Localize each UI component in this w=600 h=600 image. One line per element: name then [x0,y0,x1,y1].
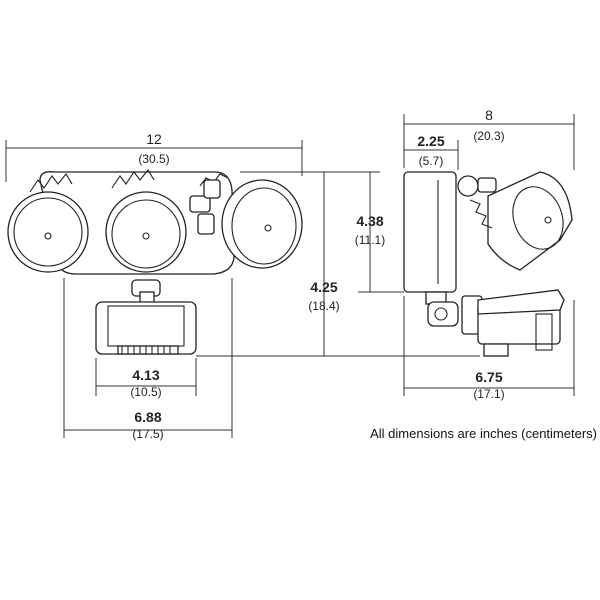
swivel-knuckle [189,179,221,235]
dim-head-height-value: 4.38 [356,213,383,229]
dim-width-total-cm: (30.5) [138,152,169,166]
lamp-head-right [221,179,303,269]
dim-sensor-width-value: 4.13 [132,367,159,383]
dim-depth-total-value: 8 [485,107,493,123]
dim-total-height-value: 4.25 [310,279,337,295]
dim-base-width-value: 6.88 [134,409,161,425]
dimension-labels: 12 (30.5) 8 (20.3) 2.25 (5.7) 4.38 (11.1… [130,107,597,441]
dim-sensor-width-cm: (10.5) [130,385,161,399]
front-view [7,169,303,355]
dim-mount-offset-value: 2.25 [417,133,444,149]
dim-sensor-depth-value: 6.75 [475,369,502,385]
dim-base-width-cm: (17.5) [132,427,163,441]
dim-width-total-value: 12 [146,131,162,147]
lamp-head-center [105,191,187,273]
units-note: All dimensions are inches (centimeters) [370,426,597,441]
lamp-head-left [7,191,89,273]
motion-sensor-front [95,279,197,355]
side-swivel [457,175,497,197]
side-sensor [425,289,565,357]
side-wall-box [403,171,457,293]
dimension-lines [5,114,575,438]
dim-depth-total-cm: (20.3) [473,129,504,143]
dim-sensor-depth-cm: (17.1) [473,387,504,401]
dim-total-height-cm: (18.4) [308,299,339,313]
side-lamp-head [469,171,573,271]
dim-mount-offset-cm: (5.7) [419,154,444,168]
side-view [403,171,573,357]
dim-head-height-cm: (11.1) [355,233,385,247]
